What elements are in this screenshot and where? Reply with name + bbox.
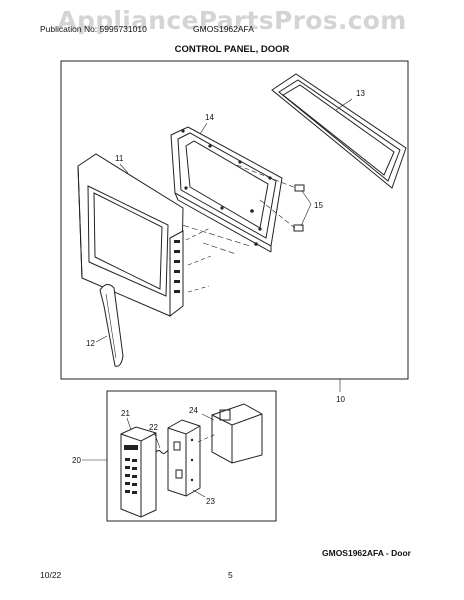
- part-handle: [99, 284, 124, 367]
- footer-page-number: 5: [228, 570, 233, 580]
- callout-15: 15: [314, 201, 323, 210]
- callout-11: 11: [115, 154, 124, 163]
- callout-20: 20: [72, 456, 81, 465]
- control-section-frame: [106, 390, 277, 522]
- callout-12: 12: [86, 339, 95, 348]
- part-control-panel: [120, 426, 157, 518]
- part-door-frame: [271, 73, 407, 189]
- door-control-strip: [174, 240, 180, 293]
- callout-21: 21: [121, 409, 130, 418]
- bracket-tabs: [190, 438, 194, 482]
- callout-10: 10: [336, 395, 345, 404]
- callout-22: 22: [149, 423, 158, 432]
- part-choke-frame: [170, 126, 283, 253]
- part-door: [77, 153, 184, 318]
- footer-date: 10/22: [40, 570, 62, 580]
- callout-23: 23: [206, 497, 215, 506]
- part-hinges: [293, 184, 305, 232]
- diagram-caption: GMOS1962AFA - Door: [322, 548, 411, 558]
- callout-14: 14: [205, 113, 214, 122]
- section-title: CONTROL PANEL, DOOR: [174, 44, 290, 55]
- part-cover: [211, 403, 263, 464]
- publication-number: Publication No: 5995731010: [40, 24, 147, 34]
- door-section-frame: [60, 60, 409, 380]
- callout-24: 24: [189, 406, 198, 415]
- part-bracket: [167, 419, 201, 497]
- model-number: GMOS1962AFA: [193, 24, 254, 34]
- screws: [250, 209, 258, 246]
- callout-13: 13: [356, 89, 365, 98]
- control-panel-buttons: [124, 445, 138, 494]
- watermark-text: AppliancePartsPros.com: [57, 6, 407, 35]
